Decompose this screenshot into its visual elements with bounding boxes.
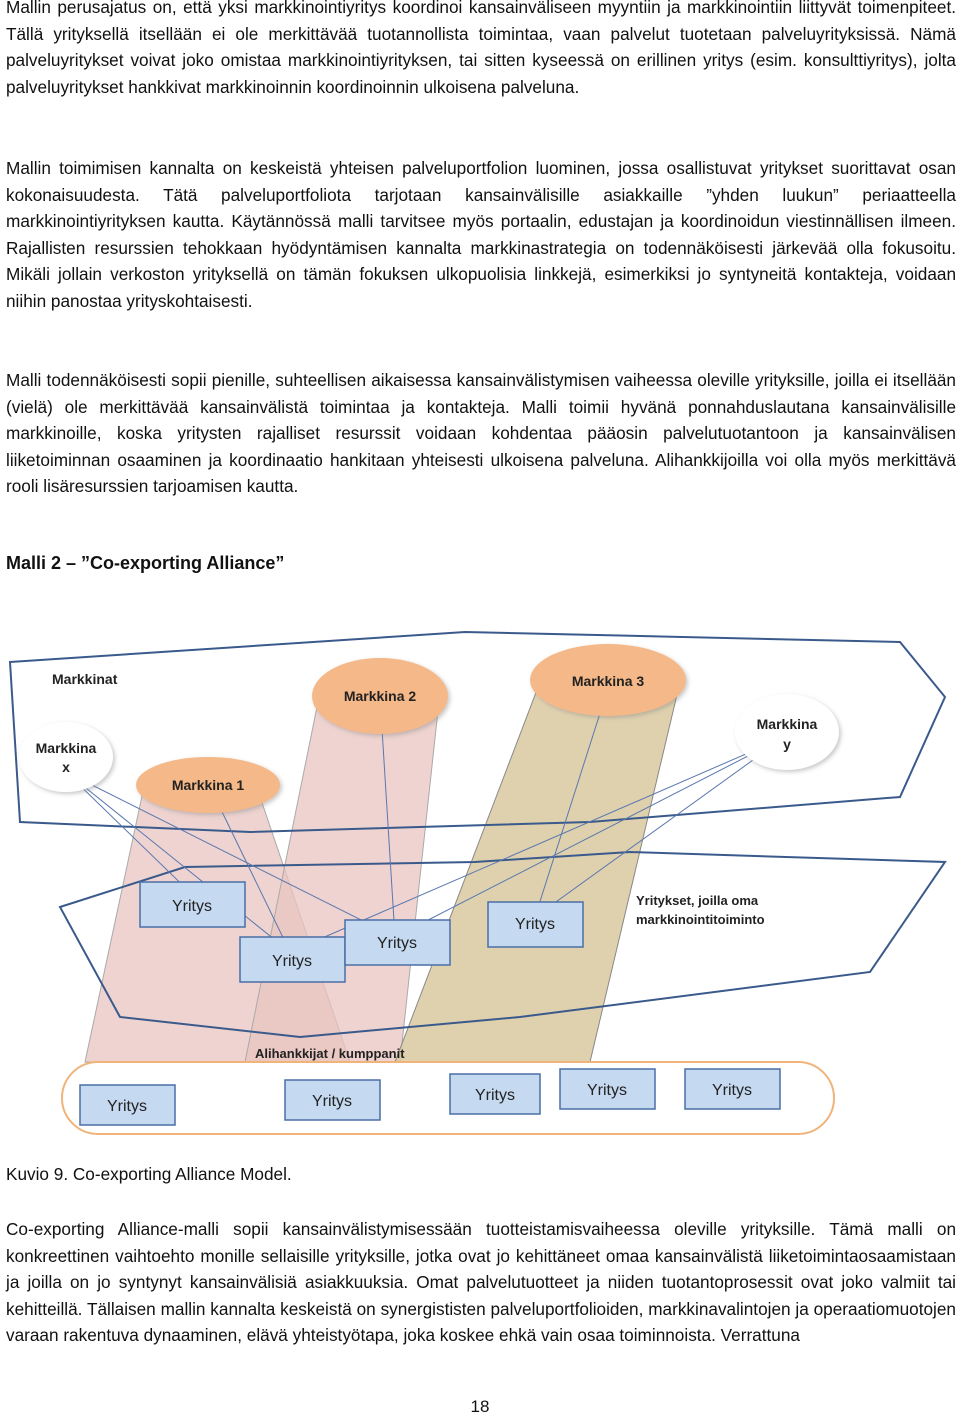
company-label: Yritys [587,1082,627,1099]
subcontractor-company-box: Yritys [559,1068,656,1110]
market-x-ellipse [19,722,113,792]
market-x-label-line2: x [62,759,70,775]
company-label: Yritys [172,898,212,915]
page-number: 18 [470,1397,490,1416]
connection-lines [65,681,786,953]
markets-label: Markkinat [52,671,118,687]
market-x-label-line1: Markkina [36,740,97,756]
company-label: Yritys [272,953,312,970]
company-box: Yritys [344,919,451,966]
company-label: Yritys [377,935,417,952]
company-label: Yritys [515,916,555,933]
funnel-market-3 [394,681,681,1063]
companies-label-line2: markkinointitoimintо [636,912,765,927]
market-y-ellipse [735,694,839,770]
market-2-label: Markkina 2 [344,688,417,704]
market-1-ellipse [136,757,280,813]
company-box: Yritys [487,901,584,948]
markets-frame [8,630,947,834]
co-exporting-alliance-diagram: Markkinat Markkina x Markkina 1 Markkina… [8,630,947,1135]
market-3-label: Markkina 3 [572,673,645,689]
figure-caption: Kuvio 9. Co-exporting Alliance Model. [6,1164,292,1184]
subcontractor-company-box: Yritys [684,1068,781,1110]
subcontractor-company-box: Yritys [79,1084,176,1126]
companies-frame [58,850,947,1039]
market-2-ellipse [312,658,448,734]
market-1-label: Markkina 1 [172,777,245,793]
companies-label-line1: Yritykset, joilla oma [636,893,759,908]
company-label: Yritys [712,1082,752,1099]
market-y-label-line2: y [783,736,791,752]
company-label: Yritys [312,1093,352,1110]
company-label: Yritys [475,1087,515,1104]
paragraph-service-portfolio: Mallin toimimisen kannalta on keskeistä … [6,158,956,311]
market-3-ellipse [530,644,686,716]
subcontractor-company-box: Yritys [449,1073,541,1115]
subcontractors-frame [61,1061,835,1135]
subcontractor-company-box: Yritys [284,1079,381,1121]
company-label: Yritys [107,1098,147,1115]
subcontractors-label: Alihankkijat / kumppanit [255,1046,405,1061]
company-box: Yritys [239,936,346,983]
paragraph-suitability: Malli todennäköisesti sopii pienille, su… [6,370,956,497]
paragraph-model-basics: Mallin perusajatus on, että yksi markkin… [6,0,956,97]
market-y-label-line1: Markkina [757,716,818,732]
company-box: Yritys [139,881,246,928]
paragraph-alliance-model: Co-exporting Alliance-malli sopii kansai… [6,1219,956,1346]
section-heading: Malli 2 – ”Co-exporting Alliance” [6,553,285,573]
